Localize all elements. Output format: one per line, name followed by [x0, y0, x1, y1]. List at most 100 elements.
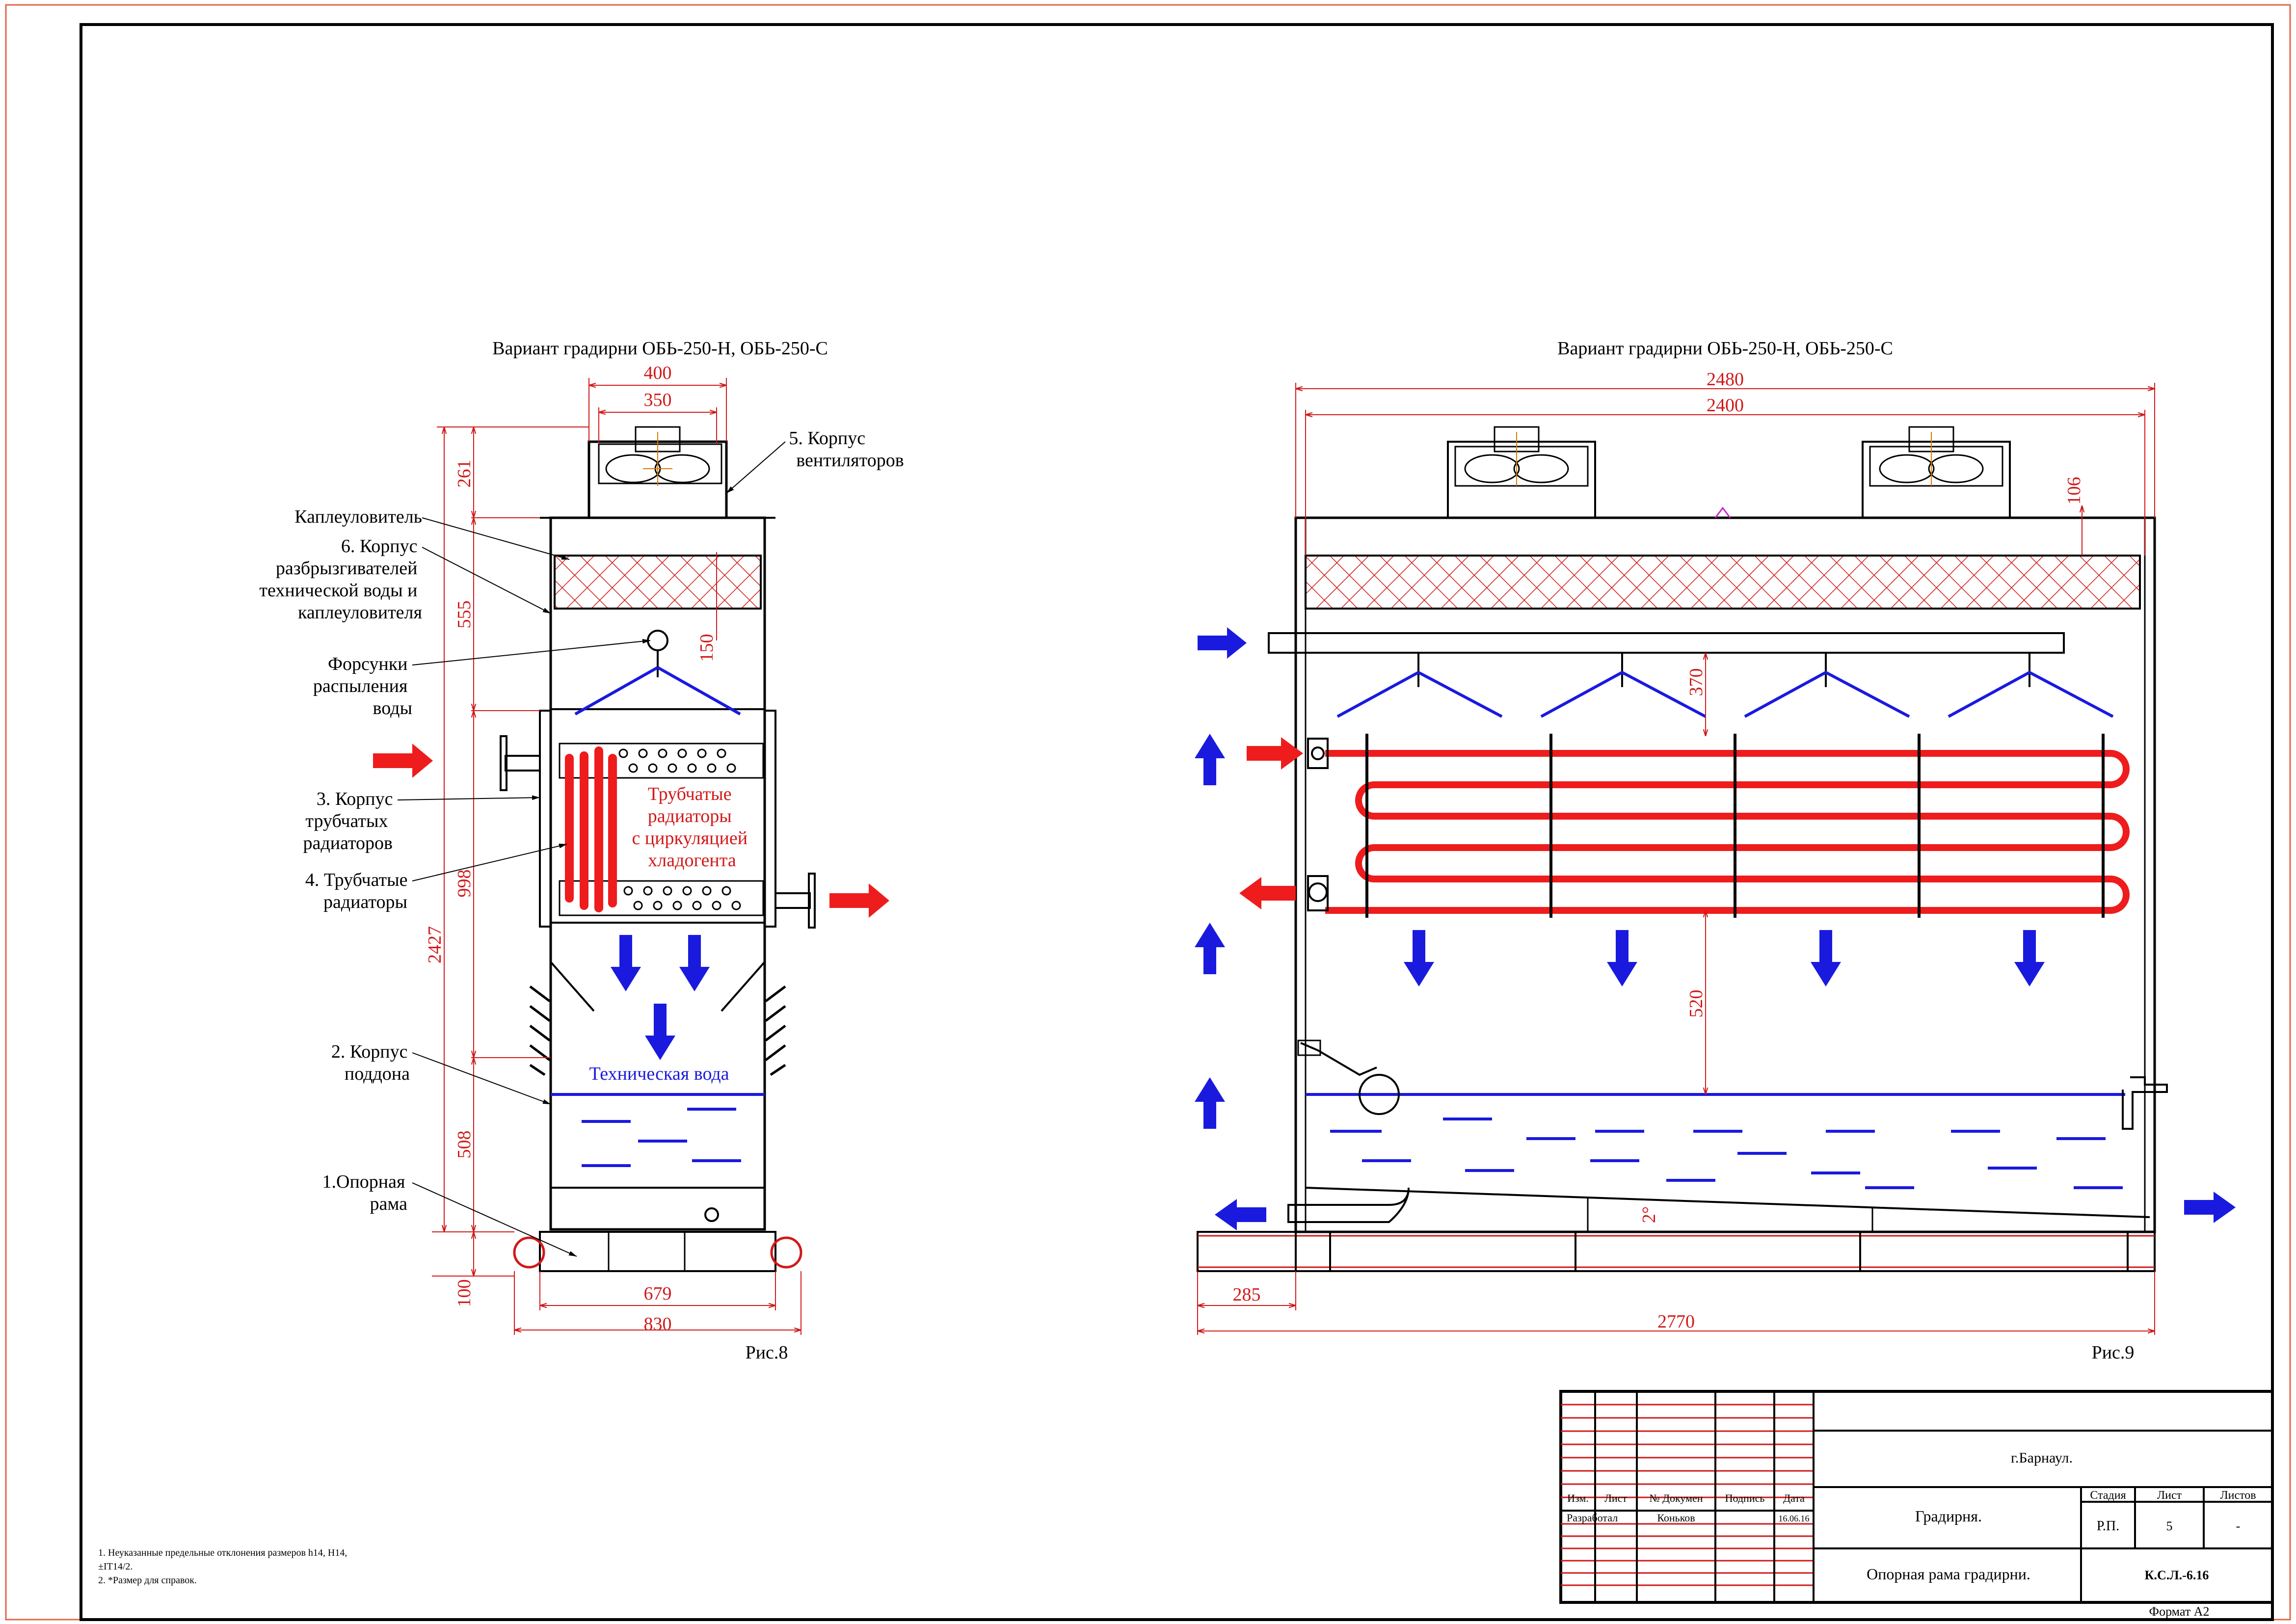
label-frame-1: 1.Опорная: [322, 1171, 405, 1192]
tb-dev-role: Разработал: [1567, 1512, 1618, 1524]
note-2: ±IT14/2.: [98, 1561, 133, 1572]
figure-8: Вариант градирни ОБЬ-250-Н, ОБЬ-250-С: [259, 338, 904, 1363]
tb-format: Формат А2: [2149, 1604, 2210, 1619]
fig8-dim-100: 100: [454, 1279, 475, 1307]
svg-text:Трубчатые радиаторы: Трубчатые радиаторы с циркуляцией хладог…: [632, 784, 752, 871]
note-3: 2. *Размер для справок.: [98, 1575, 197, 1586]
tb-sheets: -: [2236, 1519, 2241, 1533]
svg-text:3. Корпус трубчатых: 3. Корпус трубчатых радиаторов: [303, 789, 398, 853]
fig8-dim-555: 555: [454, 601, 475, 629]
fig8-coils-line3: с циркуляцией: [632, 828, 748, 849]
tb-product: Градирня.: [1915, 1507, 1982, 1525]
fig8-drift-eliminator: [554, 555, 762, 610]
fig8-coils-line1: Трубчатые: [648, 784, 732, 804]
label-sprayer-4: каплеуловителя: [298, 602, 422, 623]
fig9-water-dashes: [1330, 1118, 2123, 1189]
fig9-body: [1294, 516, 2156, 1233]
label-pan-2: поддона: [345, 1064, 410, 1084]
fig9-nozzles: [1336, 653, 2114, 718]
fig9-dimensions: [1197, 383, 2155, 1335]
fig9-dim-285: 285: [1233, 1284, 1261, 1305]
fig8-dim-350: 350: [644, 390, 672, 410]
tb-sheets-label: Листов: [2220, 1489, 2256, 1502]
fig8-dim-508: 508: [454, 1131, 475, 1159]
svg-text:Форсунки распыления: Форсунки распыления воды: [313, 654, 412, 719]
fig8-dim-261: 261: [454, 460, 475, 488]
fig9-dim-370: 370: [1686, 668, 1707, 696]
fig8-holes-top: [618, 748, 736, 773]
fig8-dim-150: 150: [696, 634, 717, 662]
label-sprayer-1: 6. Корпус: [341, 536, 418, 557]
tb-hdr-list: Лист: [1604, 1492, 1627, 1504]
fig8-dimensions: [432, 378, 801, 1335]
tb-sheet: 5: [2166, 1519, 2173, 1533]
fig8-louvers: [529, 985, 786, 1076]
fig9-refrigerant-arrows: [1239, 737, 1303, 909]
fig9-support-frame: [1197, 1231, 2156, 1272]
fig9-dim-520: 520: [1686, 990, 1707, 1018]
tb-hdr-izm: Изм.: [1567, 1492, 1589, 1504]
label-fan-housing-2: вентиляторов: [796, 450, 904, 471]
fig9-dim-2770: 2770: [1657, 1311, 1695, 1332]
tb-code: К.С.Л.-6.16: [2145, 1568, 2209, 1582]
tb-sheet-label: Лист: [2157, 1489, 2182, 1502]
tb-hdr-date: Дата: [1783, 1492, 1805, 1504]
svg-text:1.Опорная рама: 1.Опорная рама: [322, 1171, 410, 1214]
label-fan-housing-1: 5. Корпус: [789, 428, 865, 449]
label-nozzles-1: Форсунки: [328, 654, 408, 674]
tb-hdr-sign: Подпись: [1725, 1492, 1765, 1504]
tb-date: 16.06.16: [1779, 1514, 1810, 1523]
fig9-coil-supports: [1365, 734, 2105, 918]
fig9-dim-angle: 2°: [1639, 1206, 1659, 1223]
inner-frame: [80, 23, 2274, 1621]
label-radiator-housing-3: радиаторов: [303, 833, 393, 853]
label-frame-2: рама: [370, 1194, 407, 1214]
svg-text:6. Корпус разбрызгивател: 6. Корпус разбрызгивателей технической в…: [259, 536, 422, 623]
label-pan-1: 2. Корпус: [331, 1041, 408, 1062]
fig9-title: Вариант градирни ОБЬ-250-Н, ОБЬ-250-С: [1557, 338, 1893, 359]
label-sprayer-2: разбрызгивателей: [276, 558, 418, 579]
svg-text:5. Корпус вентиляторов: 5. Корпус вентиляторов: [789, 428, 904, 471]
tb-city: г.Барнаул.: [2011, 1450, 2073, 1466]
fig8-coils-line2: радиаторы: [648, 806, 732, 826]
note-1: 1. Неуказанные предельные отклонения раз…: [98, 1547, 347, 1558]
fig9-drift-eliminator: [1305, 555, 2141, 610]
svg-text:1. Неуказанные предельные откл: 1. Неуказанные предельные отклонения раз…: [98, 1547, 349, 1586]
fig9-dim-2400: 2400: [1707, 395, 1744, 416]
fig8-radiator-tubes: [565, 746, 617, 912]
fig8-inlet-arrow: [373, 744, 433, 778]
fig9-fan-left: [1447, 426, 1596, 519]
fig9-fan-right: [1862, 426, 2011, 519]
label-radiators-2: радиаторы: [323, 892, 407, 912]
label-nozzles-3: воды: [373, 698, 412, 719]
fig8-title: Вариант градирни ОБЬ-250-Н, ОБЬ-250-С: [492, 338, 828, 359]
label-drift: Каплеуловитель: [294, 506, 422, 527]
svg-text:4. Трубчатые радиаторы: 4. Трубчатые радиаторы: [305, 870, 412, 912]
fig8-water-label: Техническая вода: [589, 1064, 729, 1084]
fig8-leaders: [397, 441, 786, 1257]
tb-stage-label: Стадия: [2090, 1489, 2126, 1502]
tb-hdr-doc: № Докумен: [1649, 1492, 1703, 1504]
tb-sheet-title: Опорная рама градирни.: [1867, 1565, 2030, 1583]
fig8-dim-830: 830: [644, 1314, 672, 1334]
label-radiators-1: 4. Трубчатые: [305, 870, 408, 890]
fig8-water-dashes: [582, 1108, 741, 1167]
fig8-flow-arrows: [611, 935, 710, 1060]
fig9-dim-2480: 2480: [1707, 369, 1744, 390]
title-block: г.Барнаул. Изм. Лист № Докумен Подпись Д…: [1559, 1390, 2274, 1619]
label-radiator-housing-2: трубчатых: [305, 811, 388, 831]
fig8-dim-998: 998: [454, 870, 475, 898]
fig8-dim-400: 400: [644, 363, 672, 383]
label-radiator-housing-1: 3. Корпус: [317, 789, 393, 809]
svg-text:2. Корпус поддона: 2. Корпус поддона: [331, 1041, 412, 1084]
fig8-caption: Рис.8: [746, 1342, 788, 1363]
fig8-nozzle: [647, 630, 668, 651]
figure-9: Вариант градирни ОБЬ-250-Н, ОБЬ-250-С: [1195, 338, 2236, 1363]
fig8-dim-2427: 2427: [425, 926, 445, 963]
tb-dev-name: Коньков: [1657, 1512, 1695, 1524]
fig8-holes-bottom: [623, 886, 741, 910]
fig8-support-frame: [539, 1231, 776, 1272]
fig9-caption: Рис.9: [2092, 1342, 2135, 1363]
fig8-coils-line4: хладогента: [648, 850, 736, 871]
